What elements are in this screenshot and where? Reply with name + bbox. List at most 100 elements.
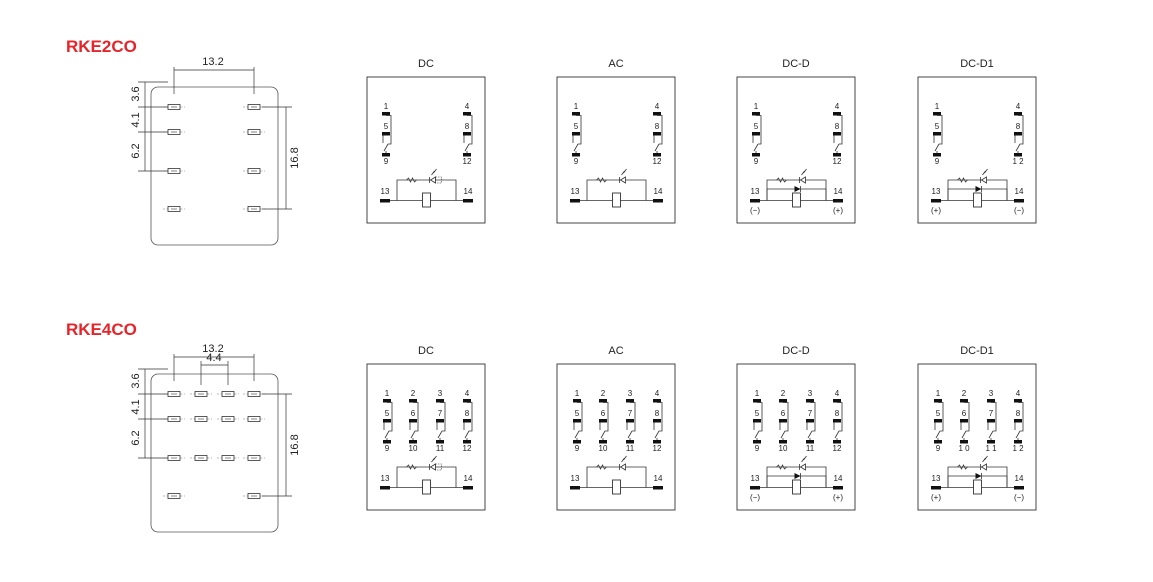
terminal xyxy=(653,399,661,403)
contact-blade xyxy=(935,430,941,439)
nc-wire xyxy=(810,402,816,432)
nc-wire xyxy=(1018,115,1024,145)
pin-number: 13 xyxy=(932,187,941,196)
resistor xyxy=(957,177,968,183)
contact-blade xyxy=(934,143,940,152)
terminal xyxy=(833,399,841,403)
dim-label-3-6: 3.6 xyxy=(130,86,142,101)
terminal xyxy=(987,419,995,423)
nc-wire xyxy=(757,402,763,432)
pin-number: 13 xyxy=(381,187,390,196)
indicator-branch xyxy=(586,179,647,201)
pin-number: 1 xyxy=(575,389,580,398)
dim-label-4-1: 4.1 xyxy=(130,399,142,414)
pin-number: 9 xyxy=(755,444,760,453)
diagram-label: DC xyxy=(418,58,434,70)
terminal xyxy=(599,399,607,403)
pin-number: 3 xyxy=(438,389,443,398)
pin-number: 14 xyxy=(654,187,663,196)
led-icon xyxy=(619,176,626,184)
nc-wire xyxy=(576,115,582,145)
dim-width-label: 13.2 xyxy=(202,343,223,355)
terminal xyxy=(572,153,580,157)
pin-number: 12 xyxy=(833,157,842,166)
pin-number: 8 xyxy=(1016,409,1021,418)
terminal xyxy=(1014,486,1024,490)
pin-pad xyxy=(217,416,239,422)
polarity-label: (−) xyxy=(1014,206,1024,215)
terminal xyxy=(960,440,968,444)
diagram-label: DC-D1 xyxy=(960,58,994,70)
terminal xyxy=(833,112,841,116)
pin-number: 8 xyxy=(1016,122,1021,131)
coil xyxy=(973,479,982,495)
polarity-label: (+) xyxy=(833,206,843,215)
contact-blade xyxy=(600,430,606,439)
pin-pad xyxy=(163,493,185,499)
terminal xyxy=(960,419,968,423)
light-arrow-icon xyxy=(621,455,627,463)
pin-pad xyxy=(243,206,265,212)
pin-number: 6 xyxy=(962,409,967,418)
terminal xyxy=(626,440,634,444)
terminal xyxy=(1014,153,1022,157)
terminal xyxy=(382,112,390,116)
pin-number: 8 xyxy=(465,122,470,131)
terminal xyxy=(653,112,661,116)
pin-number: 9 xyxy=(754,157,759,166)
terminal xyxy=(599,440,607,444)
nc-wire xyxy=(413,402,419,432)
terminal xyxy=(463,486,473,490)
pin-pad xyxy=(190,455,212,461)
pin-number: 6 xyxy=(601,409,606,418)
pin-number: 3 xyxy=(808,389,813,398)
diagram-label: AC xyxy=(608,345,623,357)
coil xyxy=(612,192,621,208)
terminal xyxy=(380,199,390,203)
pin-number: 2 xyxy=(601,389,606,398)
contact-blade xyxy=(384,430,390,439)
terminal xyxy=(933,132,941,136)
terminal xyxy=(750,486,760,490)
polarity-label: (−) xyxy=(1014,493,1024,502)
contact-blade xyxy=(464,143,470,152)
pin-number: 14 xyxy=(834,187,843,196)
contact-group: 481 2 xyxy=(1012,389,1024,453)
light-arrow-icon xyxy=(801,455,807,463)
pin-number: 11 xyxy=(626,444,635,453)
pin-number: 1 xyxy=(754,102,759,111)
pin-number: 8 xyxy=(655,409,660,418)
resistor xyxy=(957,464,968,470)
pin-number: 9 xyxy=(574,157,579,166)
terminal xyxy=(833,153,841,157)
nc-wire xyxy=(467,402,473,432)
terminal xyxy=(833,419,841,423)
pin-number: 5 xyxy=(385,409,390,418)
nc-wire xyxy=(837,402,843,432)
pin-number: 10 xyxy=(779,444,788,453)
terminal xyxy=(463,199,473,203)
diagram-label: DC xyxy=(418,345,434,357)
led-icon xyxy=(799,176,806,184)
terminal xyxy=(931,199,941,203)
pin-number: 1 1 xyxy=(985,444,997,453)
resistor xyxy=(406,177,417,183)
pin-number: 1 2 xyxy=(1012,444,1024,453)
model-title: RKE2CO xyxy=(66,37,137,56)
terminal xyxy=(463,112,471,116)
terminal xyxy=(752,153,760,157)
terminal xyxy=(463,419,471,423)
diagram-label: DC-D xyxy=(782,58,810,70)
terminal xyxy=(380,486,390,490)
dim-label-4-1: 4.1 xyxy=(130,112,142,127)
terminal xyxy=(1014,419,1022,423)
led-icon xyxy=(799,463,806,471)
